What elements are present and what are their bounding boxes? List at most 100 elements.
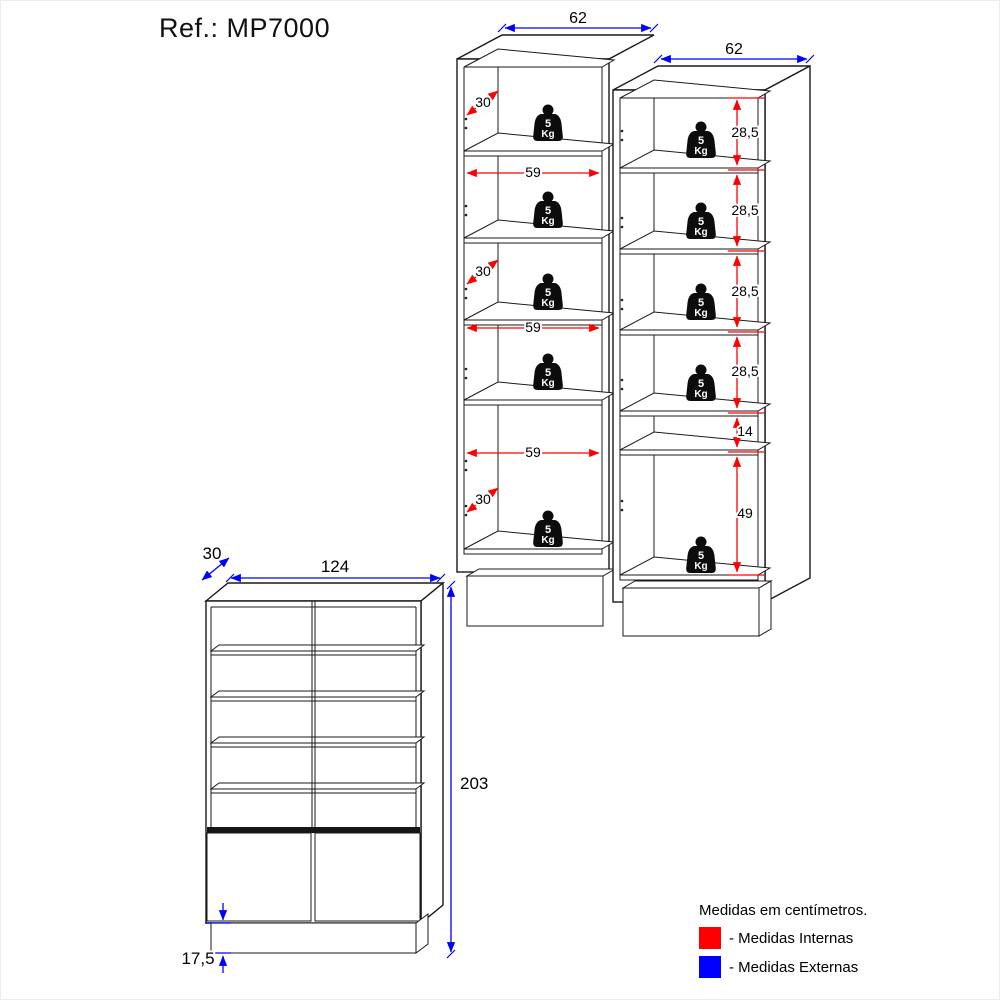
shelf-load-unit: Kg — [541, 535, 554, 546]
pin-hole-dot — [620, 508, 624, 512]
external-dimensions-overall: 30 124 203 — [179, 542, 490, 973]
weight-icon-head — [542, 510, 554, 522]
shelf-load-icon: 5 Kg — [533, 353, 563, 390]
weight-icon-head — [695, 202, 707, 214]
dim-base-height: 17,5 — [179, 903, 231, 973]
depth-arrow — [466, 487, 499, 513]
base-side — [415, 913, 429, 954]
shelf-front — [210, 696, 417, 702]
top-panel-underside — [463, 48, 616, 68]
shelf-load-value: 5 — [698, 135, 704, 147]
pin-hole-dot — [464, 126, 468, 130]
base-top — [621, 580, 773, 589]
pin-hole-dot — [464, 117, 468, 121]
pin-hole-dot — [464, 376, 468, 380]
depth-label: 30 — [475, 263, 491, 279]
external-dimensions-modules: 62 62 — [497, 8, 815, 64]
left-module — [456, 34, 655, 627]
unit-top-face — [204, 582, 445, 602]
weight-icon-body — [533, 520, 563, 547]
depth-arrow — [466, 259, 499, 285]
top-panel-underside — [619, 79, 772, 99]
gap-height-label: 14 — [737, 423, 753, 439]
dim-internal-width: 59 — [466, 317, 600, 337]
dim-internal-depth: 30 — [466, 487, 499, 513]
shelf-load-value: 5 — [545, 205, 551, 217]
weight-icon-body — [686, 212, 716, 239]
weight-icon-body — [686, 131, 716, 158]
base-front — [466, 575, 604, 627]
dim-total-width: 124 — [225, 555, 446, 583]
weight-icon-body — [686, 546, 716, 573]
module-width-label: 62 — [725, 41, 743, 58]
pin-hole-dot — [620, 387, 624, 391]
pin-hole-dot — [620, 378, 624, 382]
shelf-load-icon: 5 Kg — [686, 364, 716, 401]
depth-label: 30 — [475, 94, 491, 110]
shelf-load-icon: 5 Kg — [686, 283, 716, 320]
shelf-load-unit: Kg — [694, 227, 707, 238]
weight-icon-body — [533, 283, 563, 310]
module-width-label: 62 — [569, 10, 587, 27]
legend-internal-label: - Medidas Internas — [729, 929, 854, 947]
right-door — [314, 832, 421, 922]
dim-tick — [649, 23, 659, 33]
width-label: 59 — [525, 164, 541, 180]
shelf-load-value: 5 — [545, 287, 551, 299]
total-height-label: 203 — [460, 774, 488, 793]
shelf-load-value: 5 — [545, 118, 551, 130]
dim-internal-width: 59 — [466, 442, 600, 462]
base-side — [758, 580, 772, 637]
pin-hole-dot — [464, 213, 468, 217]
shelf-load-icon: 5 Kg — [533, 104, 563, 141]
pin-hole-dot — [620, 129, 624, 133]
depth-label: 30 — [475, 491, 491, 507]
dim-depth: 30 — [201, 542, 230, 581]
width-label: 59 — [525, 319, 541, 335]
bottom-panel-front — [619, 574, 759, 581]
internal-measures-swatch-icon — [699, 927, 721, 949]
shelf-load-unit: Kg — [541, 129, 554, 140]
shelf-top — [209, 644, 426, 652]
weight-icon-body — [533, 363, 563, 390]
internal-dimensions: 30 59 30 59 59 — [466, 90, 764, 576]
dim-tick — [653, 54, 663, 64]
shelf-load-icon: 5 Kg — [686, 536, 716, 573]
pin-hole-dot — [464, 459, 468, 463]
blue-swatch — [699, 956, 721, 978]
legend-external-label: - Medidas Externas — [729, 958, 859, 976]
shelf-load-unit: Kg — [694, 146, 707, 157]
weight-icon-head — [542, 191, 554, 203]
pin-hole-dot — [464, 287, 468, 291]
assembled-unit-drawing: 30 124 203 — [179, 542, 490, 973]
dim-compartment-heights: 28,5 28,5 28,5 28,5 14 49 — [728, 97, 764, 576]
dim-internal-width: 59 — [466, 162, 600, 182]
shelf-pin-holes — [620, 129, 624, 512]
assembled-unit — [204, 581, 445, 954]
shelf-load-unit: Kg — [541, 378, 554, 389]
exploded-modules-drawing: 5 Kg 5 Kg 5 Kg 5 — [456, 8, 815, 637]
pin-hole-dot — [464, 513, 468, 517]
bottom-height-label: 49 — [737, 505, 753, 521]
weight-icon-head — [695, 536, 707, 548]
pin-hole-dot — [464, 204, 468, 208]
shelf-load-icon: 5 Kg — [533, 510, 563, 547]
right-module-side-face — [764, 64, 811, 604]
shelf-load-unit: Kg — [694, 308, 707, 319]
compartment-height-label: 28,5 — [731, 202, 758, 218]
compartment-height-label: 28,5 — [731, 283, 758, 299]
shelf-front — [463, 150, 603, 157]
weight-icon-body — [686, 374, 716, 401]
weight-icon-head — [695, 121, 707, 133]
weight-icon-head — [542, 104, 554, 116]
dim-total-height: 203 — [446, 580, 490, 959]
base-top — [465, 568, 617, 577]
shelf-front — [210, 788, 417, 794]
shelf-load-icon: 5 Kg — [533, 273, 563, 310]
dim-tick — [497, 23, 507, 33]
unit-side-face — [420, 581, 444, 925]
shelf-front — [463, 399, 603, 406]
shelf-load-value: 5 — [698, 297, 704, 309]
total-width-label: 124 — [321, 557, 349, 576]
